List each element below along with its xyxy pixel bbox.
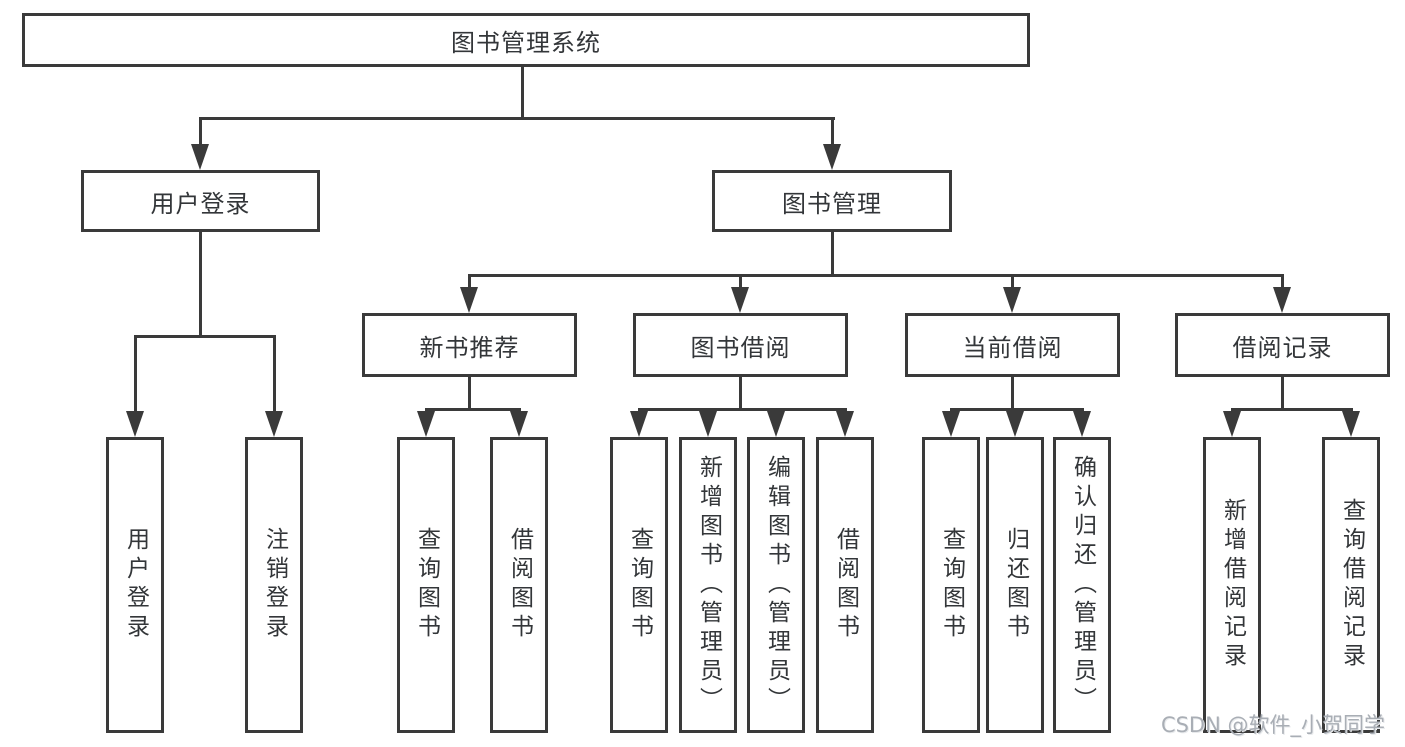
node-current-borrow: 当前借阅 [905, 313, 1120, 377]
node-confirm-return-admin: 确认归还（管理员） [1053, 437, 1111, 733]
node-label: 查询图书 [413, 527, 440, 643]
node-label: 新增借阅记录 [1219, 498, 1246, 672]
node-add-book-admin: 新增图书（管理员） [679, 437, 737, 733]
connector-line [1281, 377, 1284, 411]
node-return-book: 归还图书 [986, 437, 1044, 733]
arrowhead-icon [1073, 411, 1091, 437]
node-query-book-3: 查询图书 [922, 437, 980, 733]
node-label: 查询图书 [938, 527, 965, 643]
arrowhead-icon [1006, 411, 1024, 437]
node-label: 注销登录 [261, 527, 288, 643]
connector-line [1011, 274, 1014, 292]
arrowhead-icon [1003, 287, 1021, 313]
node-edit-book-admin: 编辑图书（管理员） [747, 437, 805, 733]
arrowhead-icon [417, 411, 435, 437]
node-label: 图书借阅 [690, 333, 791, 362]
arrowhead-icon [630, 411, 648, 437]
arrowhead-icon [767, 411, 785, 437]
node-label: 当前借阅 [962, 333, 1063, 362]
node-label: 新增图书（管理员） [695, 454, 722, 716]
connector-line [199, 117, 202, 149]
node-logout: 注销登录 [245, 437, 303, 733]
node-book-mgmt: 图书管理 [712, 170, 952, 232]
node-borrow-records: 借阅记录 [1175, 313, 1390, 377]
node-label: 新书推荐 [419, 333, 520, 362]
arrowhead-icon [823, 144, 841, 170]
node-query-borrow-record: 查询借阅记录 [1322, 437, 1380, 733]
arrowhead-icon [699, 411, 717, 437]
node-label: 借阅记录 [1232, 333, 1333, 362]
node-root: 图书管理系统 [22, 13, 1030, 67]
arrowhead-icon [942, 411, 960, 437]
node-borrow-book-1: 借阅图书 [490, 437, 548, 733]
connector-line [1231, 408, 1352, 411]
node-label: 查询借阅记录 [1338, 498, 1365, 672]
node-label: 借阅图书 [832, 527, 859, 643]
arrowhead-icon [1342, 411, 1360, 437]
node-new-book-rec: 新书推荐 [362, 313, 577, 377]
node-label: 用户登录 [122, 527, 149, 643]
connector-line [521, 67, 524, 120]
node-label: 归还图书 [1002, 527, 1029, 643]
connector-line [739, 377, 742, 411]
arrowhead-icon [510, 411, 528, 437]
connector-line [199, 117, 835, 120]
arrowhead-icon [460, 287, 478, 313]
arrowhead-icon [836, 411, 854, 437]
node-label: 图书管理 [782, 189, 882, 218]
node-query-book-1: 查询图书 [397, 437, 455, 733]
node-query-book-2: 查询图书 [610, 437, 668, 733]
arrowhead-icon [731, 287, 749, 313]
connector-line [1281, 274, 1284, 292]
node-label: 图书管理系统 [451, 28, 601, 57]
connector-line [468, 274, 1284, 277]
connector-line [134, 335, 137, 417]
arrowhead-icon [191, 144, 209, 170]
node-label: 编辑图书（管理员） [763, 454, 790, 716]
node-label: 查询图书 [626, 527, 653, 643]
node-label: 确认归还（管理员） [1069, 454, 1096, 716]
arrowhead-icon [1223, 411, 1241, 437]
connector-line [468, 377, 471, 411]
connector-line [739, 274, 742, 292]
connector-line [199, 232, 202, 338]
watermark: CSDN @软件_小贺同学 [1160, 713, 1385, 737]
node-login: 用户登录 [106, 437, 164, 733]
connector-line [1011, 377, 1014, 411]
connector-line [425, 408, 521, 411]
connector-line [468, 274, 471, 292]
node-add-borrow-record: 新增借阅记录 [1203, 437, 1261, 733]
connector-line [134, 335, 276, 338]
node-user-login: 用户登录 [81, 170, 320, 232]
connector-line [831, 232, 834, 277]
arrowhead-icon [126, 411, 144, 437]
arrowhead-icon [265, 411, 283, 437]
arrowhead-icon [1273, 287, 1291, 313]
connector-line [638, 408, 847, 411]
connector-line [831, 117, 834, 149]
node-label: 用户登录 [150, 189, 251, 218]
connector-line [273, 335, 276, 417]
node-book-borrow: 图书借阅 [633, 313, 848, 377]
node-borrow-book-2: 借阅图书 [816, 437, 874, 733]
node-label: 借阅图书 [506, 527, 533, 643]
